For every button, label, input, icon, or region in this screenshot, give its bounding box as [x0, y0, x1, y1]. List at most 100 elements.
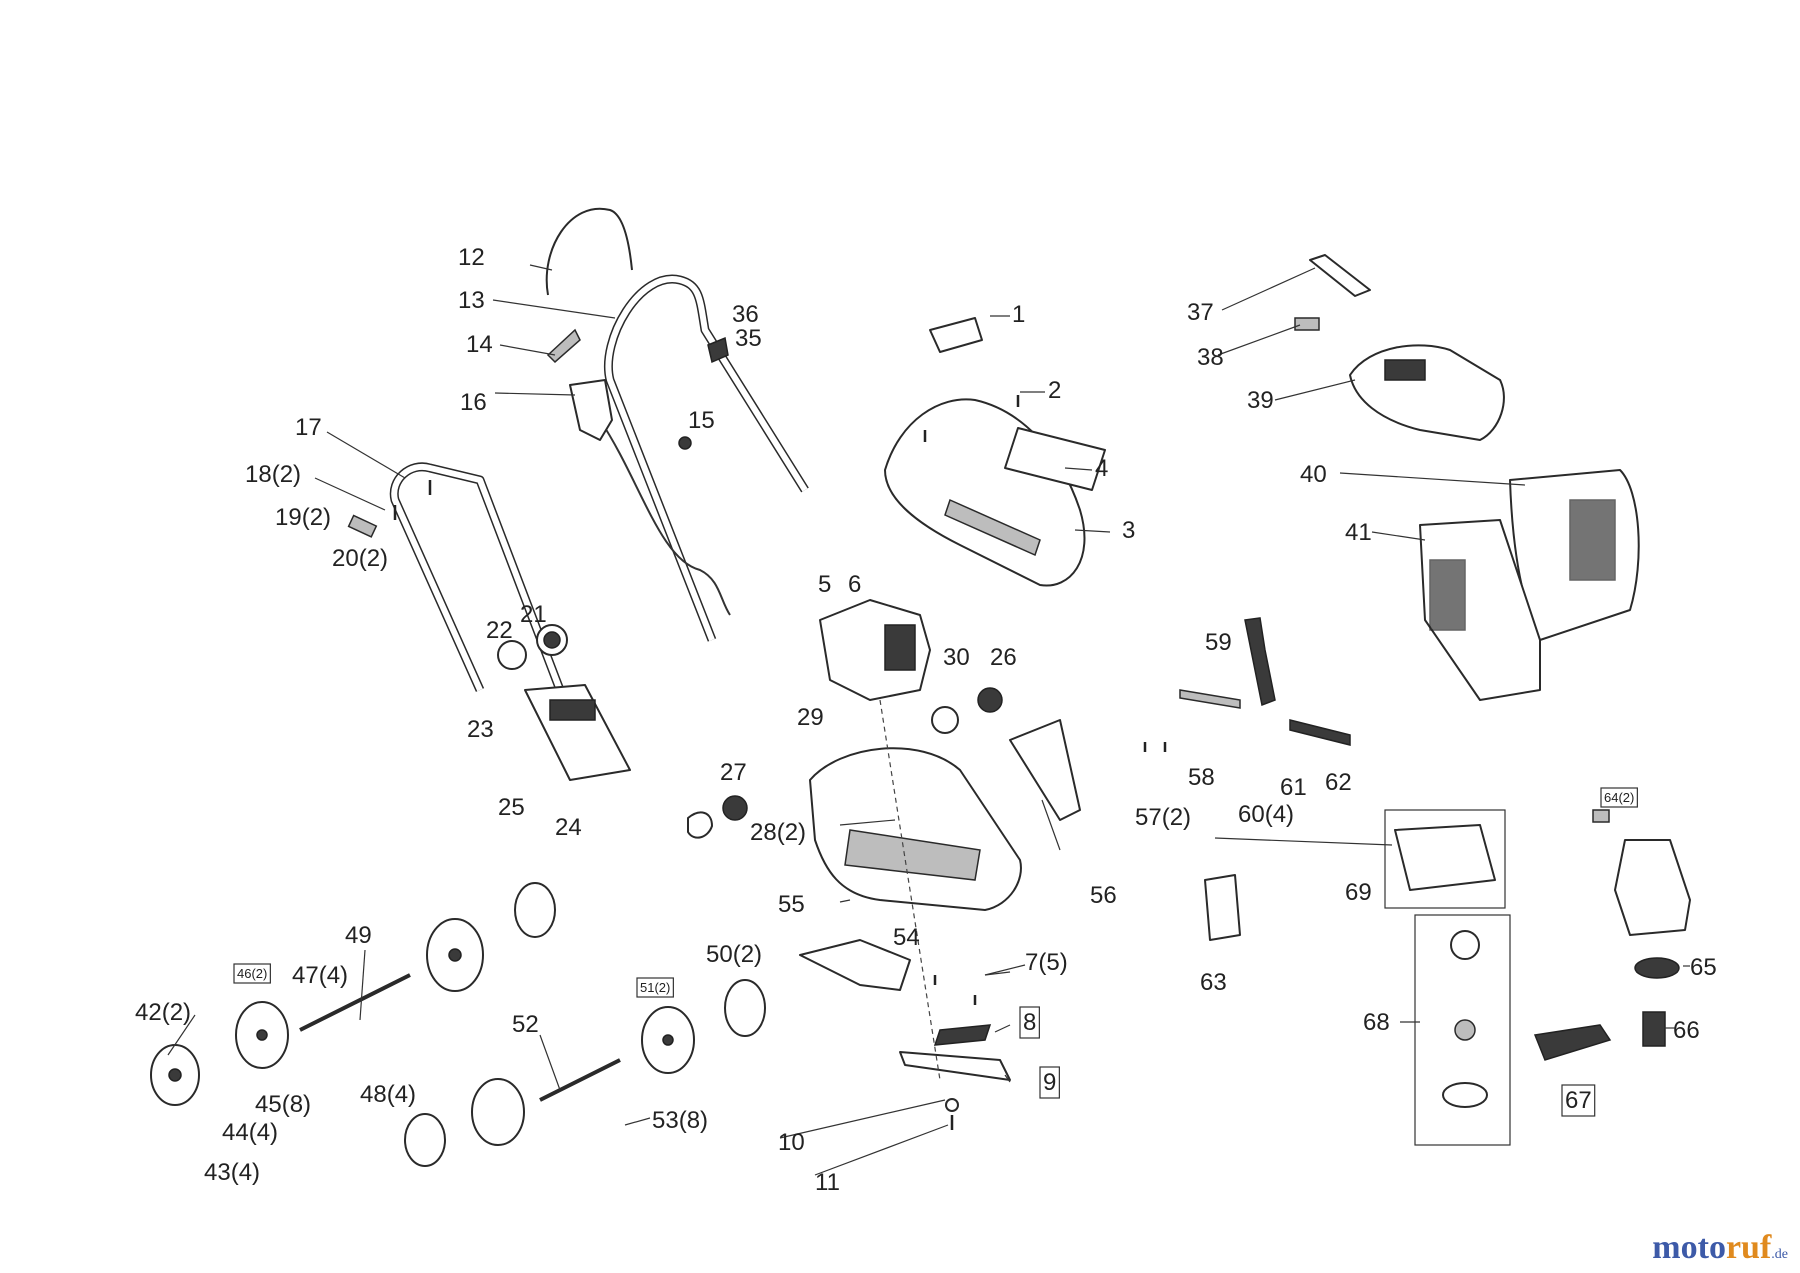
part-label-14: 14: [466, 331, 493, 358]
part-label-17: 17: [295, 414, 322, 441]
cover-3: [884, 398, 1086, 587]
leader-lines: [167, 264, 1690, 1176]
part-label-47: 47(4): [292, 962, 348, 989]
part-label-23: 23: [467, 716, 494, 743]
top-cover-assembly: [884, 317, 1106, 587]
part-label-50: 50(2): [706, 941, 762, 968]
part-label-15: 15: [688, 407, 715, 434]
part-label-43: 43(4): [204, 1159, 260, 1186]
part-label-28: 28(2): [750, 819, 806, 846]
knob-15: [678, 436, 692, 450]
part-label-63: 63: [1200, 969, 1227, 996]
part-label-18: 18(2): [245, 461, 301, 488]
part-label-6: 6: [848, 571, 861, 598]
part-label-11: 11: [815, 1169, 840, 1196]
handle-assembly: [347, 207, 809, 692]
gear-65: [1634, 957, 1680, 979]
knob-cap: [687, 811, 713, 839]
deck-55: [809, 747, 1022, 911]
part-label-36: 36: [732, 301, 759, 328]
part-label-26: 26: [990, 644, 1017, 671]
bag-63: [1204, 874, 1241, 941]
part-label-38: 38: [1197, 344, 1224, 371]
part-label-22: 22: [486, 617, 513, 644]
knob-22: [497, 640, 527, 670]
clip-38: [1294, 317, 1320, 331]
axle-52: [539, 1058, 621, 1102]
lower-handle-17: [389, 462, 565, 692]
part-label-box-51: [636, 977, 674, 998]
fan-68: [1450, 930, 1480, 960]
belt-67: [1533, 1024, 1612, 1061]
part-label-box-46: [233, 963, 271, 984]
part-label-3: 3: [1122, 517, 1135, 544]
motor-unit: [1614, 839, 1691, 936]
washer-10: [945, 1098, 959, 1112]
pulley-27: [722, 795, 748, 821]
part-label-56: 56: [1090, 882, 1117, 909]
part-label-19: 19(2): [275, 504, 331, 531]
hubcap-front: [404, 1113, 446, 1167]
wheels-assembly: [150, 882, 766, 1167]
part-label-46: 46(2): [237, 966, 267, 981]
part-label-13: 13: [458, 287, 485, 314]
part-label-62: 62: [1325, 769, 1352, 796]
lid-39: [1349, 344, 1505, 441]
part-label-box-67: [1561, 1084, 1596, 1117]
label-4: [1004, 427, 1106, 491]
motor-deck-assembly: [524, 599, 1081, 1130]
deflector-56: [1009, 719, 1081, 821]
watermark-logo: motoruf.de: [1652, 1229, 1788, 1267]
part-label-59: 59: [1205, 629, 1232, 656]
rod-62: [1289, 719, 1351, 746]
part-label-21: 21: [520, 601, 547, 628]
bracket-20: [347, 514, 378, 538]
part-label-7: 7(5): [1025, 949, 1068, 976]
handle-37: [1309, 254, 1371, 297]
part-label-9: 9: [1043, 1069, 1056, 1096]
part-label-45: 45(8): [255, 1091, 311, 1118]
motor-parts-assembly: [1384, 809, 1691, 1146]
part-label-58: 58: [1188, 764, 1215, 791]
part-label-44: 44(4): [222, 1119, 278, 1146]
part-label-box-9: [1039, 1066, 1060, 1099]
part-label-25: 25: [498, 794, 525, 821]
filter-66: [1642, 1011, 1666, 1047]
clip-1: [929, 317, 983, 353]
part-label-box-8: [1019, 1006, 1040, 1039]
housing-69: [1394, 824, 1496, 891]
part-label-51: 51(2): [640, 980, 670, 995]
pulley-30: [931, 706, 959, 734]
part-label-53: 53(8): [652, 1107, 708, 1134]
part-label-65: 65: [1690, 954, 1717, 981]
blade-9: [899, 1051, 1011, 1081]
part-label-42: 42(2): [135, 999, 191, 1026]
watermark-part2: ruf: [1725, 1229, 1772, 1266]
rod-58: [1179, 689, 1241, 709]
part-label-16: 16: [460, 389, 487, 416]
part-label-2: 2: [1048, 377, 1061, 404]
part-label-55: 55: [778, 891, 805, 918]
hubcap-rear: [514, 882, 556, 938]
cable-lower: [599, 419, 731, 616]
part-label-57: 57(2): [1135, 804, 1191, 831]
part-label-41: 41: [1345, 519, 1372, 546]
part-label-60: 60(4): [1238, 801, 1294, 828]
part-label-48: 48(4): [360, 1081, 416, 1108]
part-label-68: 68: [1363, 1009, 1390, 1036]
part-label-37: 37: [1187, 299, 1214, 326]
brush-64: [1592, 809, 1610, 823]
part-label-20: 20(2): [332, 545, 388, 572]
part-label-61: 61: [1280, 774, 1307, 801]
blade-holder-8: [933, 1024, 992, 1046]
part-label-4: 4: [1095, 455, 1108, 482]
watermark-part1: moto: [1652, 1229, 1726, 1266]
part-label-49: 49: [345, 922, 372, 949]
part-label-10: 10: [778, 1129, 805, 1156]
axle-49: [299, 973, 411, 1032]
height-adjust-assembly: [1143, 617, 1351, 941]
part-label-35: 35: [735, 325, 762, 352]
part-label-24: 24: [555, 814, 582, 841]
